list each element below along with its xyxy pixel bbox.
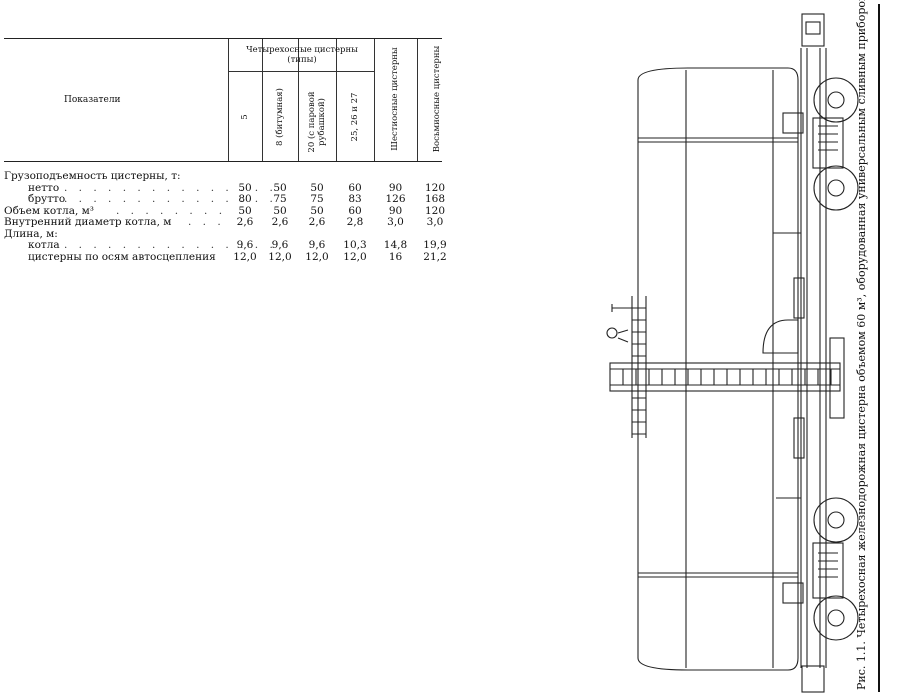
- header-type-20: 20 (с паровой рубашкой): [307, 91, 327, 153]
- table-row: нетто . . . . . . . . . . . . . . . 50 5…: [28, 181, 446, 194]
- header-type-8: 8 (битумная): [275, 88, 285, 146]
- coupler-bottom: [801, 665, 825, 693]
- ladder: [611, 296, 647, 438]
- tank-dome: [762, 319, 799, 354]
- header-six-axle: Шестиосные цистерны: [390, 47, 400, 151]
- coupler-top: [801, 13, 825, 47]
- header-eight-axle: Восьмиосные цистерны: [432, 45, 442, 153]
- header-type-25: 25, 26 и 27: [350, 92, 360, 142]
- table-row: Объем котла, м³ . . . . . . . . 50 50 50…: [4, 204, 446, 217]
- tank-car-drawing: [606, 13, 859, 693]
- service-platform: [609, 337, 845, 419]
- table-body: Грузоподъемность цистерны, т: нетто . . …: [4, 162, 447, 263]
- specs-table: Показатели Четырехосные цистерны (типы) …: [4, 38, 447, 263]
- table-row: Длина, м:: [4, 227, 58, 240]
- bogie-top: [782, 77, 859, 211]
- header-indicators: Показатели: [64, 95, 121, 105]
- table-row: брутто . . . . . . . . . . . . . . . 80 …: [28, 193, 446, 205]
- table-row: Внутренний диаметр котла, м . . . 2,6 2,…: [4, 216, 444, 228]
- tank-shell: [637, 67, 799, 671]
- figure-caption: Рис. 1.1. Четырехосная железнодорожная ц…: [855, 0, 868, 690]
- table-row: цистерны по осям автосцепления 12,0 12,0…: [28, 250, 447, 263]
- table-row: котла . . . . . . . . . . . . . . . 9,6 …: [28, 239, 447, 251]
- table-header: Показатели Четырехосные цистерны (типы) …: [4, 38, 442, 162]
- header-four-axle: Четырехосные цистерны (типы): [246, 45, 358, 65]
- bogie-bottom: [782, 497, 859, 641]
- margin-rule: [878, 4, 880, 692]
- header-type-5: 5: [240, 114, 250, 120]
- table-row: Грузоподъемность цистерны, т:: [4, 170, 181, 182]
